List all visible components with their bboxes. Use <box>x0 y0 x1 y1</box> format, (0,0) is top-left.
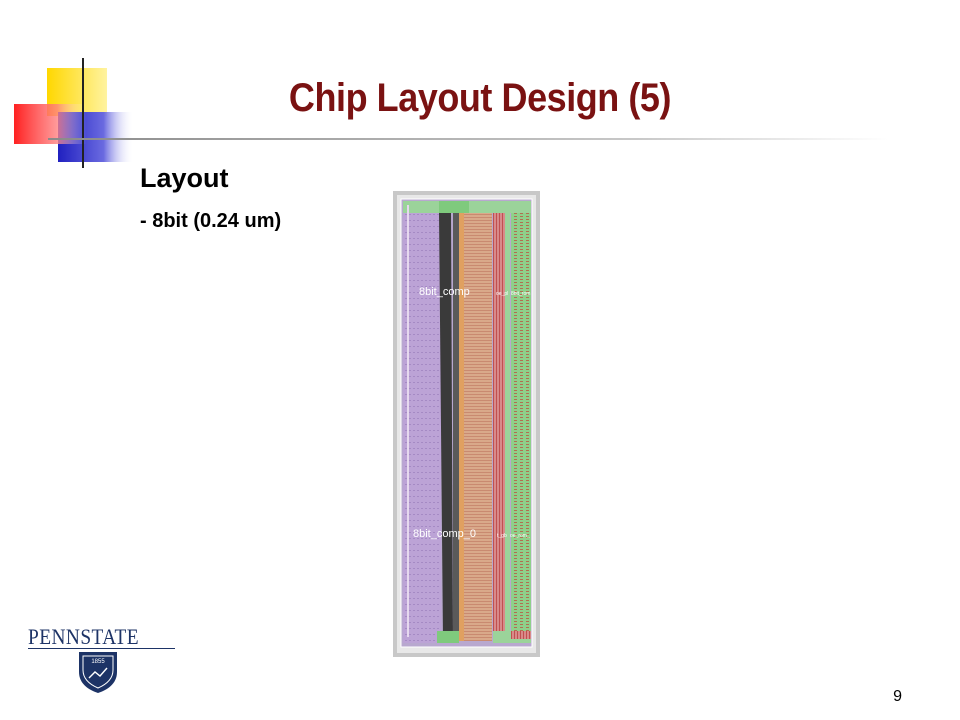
logo-year: 1855 <box>91 659 105 665</box>
logo-wordmark: PENNSTATE <box>28 624 140 649</box>
penn-state-logo: PENNSTATE 1855 <box>28 620 188 696</box>
slide-title: Chip Layout Design (5) <box>288 76 672 120</box>
label-small-bottom-2: oe_rom_ <box>510 533 530 539</box>
label-8bit-comp: 8bit_comp <box>419 286 470 298</box>
title-decoration <box>14 58 888 168</box>
bullet-heading: Layout <box>140 163 229 193</box>
chip-layout-image: 8bit_comp 8bit_comp_0 oe_pl 8bit_rom t_g… <box>393 191 540 657</box>
red-square <box>14 104 86 144</box>
shield-icon: 1855 <box>79 652 117 693</box>
label-small-top-2: 8bit_rom <box>511 291 530 297</box>
label-8bit-comp-0: 8bit_comp_0 <box>413 528 476 540</box>
logo-underline <box>28 648 175 649</box>
page-number: 9 <box>893 688 902 705</box>
label-small-top-1: oe_pl <box>496 291 508 297</box>
label-small-bottom-1: t_gb <box>497 533 507 539</box>
bullet-subheading: - 8bit (0.24 um) <box>140 210 282 232</box>
vertical-rule <box>82 58 84 168</box>
title-rule <box>48 138 888 140</box>
